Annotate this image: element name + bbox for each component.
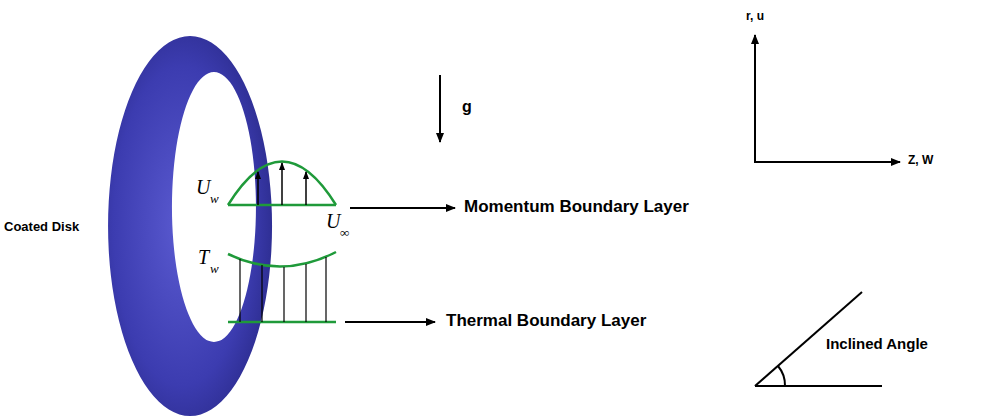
layer-label: Thermal Boundary Layer: [446, 312, 646, 331]
subscript: w: [210, 262, 219, 276]
coordinate-axes: [754, 35, 900, 162]
axis-label: r, u: [746, 10, 764, 23]
layer-label: Momentum Boundary Layer: [464, 198, 689, 217]
pointer-arrow: [350, 207, 455, 209]
temperature-lines: [240, 257, 326, 322]
part-label: Coated Disk: [4, 220, 79, 234]
subscript: w: [210, 192, 219, 206]
thermal-profile: [228, 252, 336, 322]
subscript: ∞: [340, 226, 349, 240]
gravity-arrow: [439, 75, 441, 142]
gravity-label: g: [462, 98, 472, 116]
coated-disk: [108, 36, 272, 416]
pointer-arrow: [345, 321, 435, 323]
momentum-profile: [228, 162, 336, 206]
axis-label: Z, W: [908, 154, 933, 167]
angle-label: Inclined Angle: [826, 336, 928, 353]
velocity-arrows: [258, 163, 306, 205]
